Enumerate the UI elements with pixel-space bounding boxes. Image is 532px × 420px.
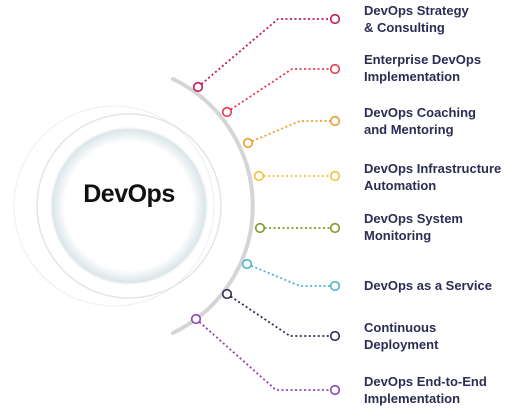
node-end-infrastructure-automation — [329, 170, 341, 182]
service-label-enterprise-implementation: Enterprise DevOps Implementation — [364, 52, 482, 84]
service-label-infrastructure-automation: DevOps Infrastructure Automation — [364, 161, 502, 193]
main-arc — [171, 77, 255, 335]
devops-logo: DevOps — [83, 180, 175, 208]
service-label-strategy-consulting: DevOps Strategy & Consulting — [364, 3, 469, 35]
service-label-coaching-mentoring: DevOps Coaching and Mentoring — [364, 105, 476, 137]
center-disc — [49, 126, 209, 286]
node-end-enterprise-implementation — [329, 63, 341, 75]
node-start-devops-as-a-service — [241, 258, 253, 270]
node-end-devops-as-a-service — [329, 280, 341, 292]
node-end-coaching-mentoring — [329, 115, 341, 127]
connector-coaching-mentoring — [247, 120, 335, 144]
node-start-enterprise-implementation — [221, 106, 233, 118]
node-start-continuous-deployment — [221, 288, 233, 300]
node-start-strategy-consulting — [192, 81, 204, 93]
node-start-end-to-end-implementation — [190, 313, 202, 325]
node-start-coaching-mentoring — [242, 137, 254, 149]
node-start-infrastructure-automation — [253, 170, 265, 182]
connector-enterprise-implementation — [226, 68, 335, 113]
center-disc-edge — [51, 128, 207, 284]
connector-devops-as-a-service — [246, 263, 335, 287]
service-label-end-to-end-implementation: DevOps End-to-End Implementation — [364, 374, 487, 406]
service-label-devops-as-a-service: DevOps as a Service — [364, 278, 492, 293]
node-end-end-to-end-implementation — [329, 384, 341, 396]
service-label-continuous-deployment: Continuous Deployment — [364, 320, 439, 352]
service-label-system-monitoring: DevOps System Monitoring — [364, 211, 463, 243]
node-start-system-monitoring — [254, 222, 266, 234]
node-end-strategy-consulting — [329, 13, 341, 25]
outer-ring — [13, 105, 215, 307]
node-end-system-monitoring — [329, 222, 341, 234]
connector-strategy-consulting — [197, 18, 335, 88]
node-end-continuous-deployment — [329, 330, 341, 342]
middle-ring — [36, 113, 222, 299]
